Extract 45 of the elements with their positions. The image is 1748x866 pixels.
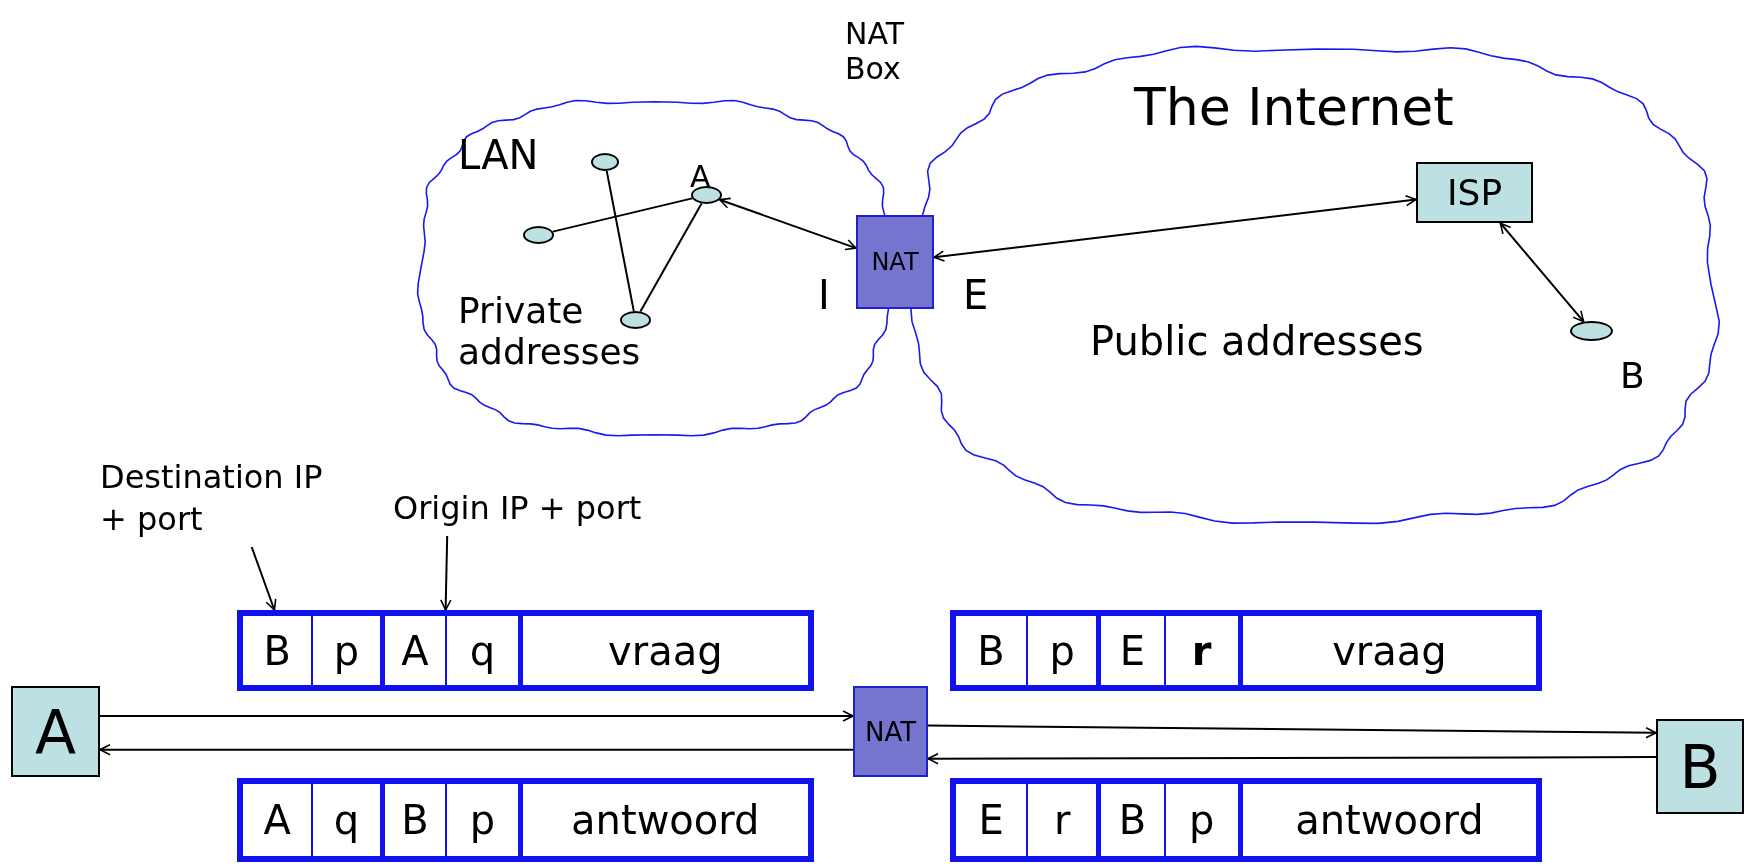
arrow	[99, 743, 854, 756]
packet-box	[237, 778, 814, 862]
arrow	[99, 710, 854, 722]
link-line	[605, 169, 635, 313]
network-title: LAN	[458, 132, 539, 178]
leader-arrow	[250, 546, 277, 611]
host-box: A	[11, 686, 100, 777]
nat-box: NAT	[856, 215, 934, 309]
payload-field: vraag	[517, 616, 808, 685]
header-field: B	[243, 616, 312, 685]
header-field: B	[1096, 784, 1164, 856]
annotation-text: Origin IP + port	[393, 488, 643, 529]
header-field: B	[379, 784, 446, 856]
header-field: B	[956, 616, 1027, 685]
header-field: E	[956, 784, 1027, 856]
arrow	[718, 197, 857, 251]
header-field: A	[243, 784, 312, 856]
payload-field: vraag	[1237, 616, 1536, 685]
header-field: E	[1096, 616, 1164, 685]
interface-label: I	[818, 272, 830, 318]
packet-box	[237, 610, 814, 691]
network-description: Private addresses	[458, 290, 642, 373]
header-field: q	[445, 616, 518, 685]
arrow	[927, 752, 1657, 765]
link-line	[551, 197, 694, 233]
packet-box	[950, 778, 1542, 862]
header-field: p	[445, 784, 518, 856]
payload-field: antwoord	[517, 784, 808, 856]
header-field: p	[1163, 784, 1238, 856]
packet-box	[950, 610, 1542, 691]
leader-arrow	[440, 535, 452, 611]
arrow	[927, 724, 1657, 739]
header-field: q	[311, 784, 380, 856]
annotation-text: Destination IP + port	[100, 457, 324, 540]
host-box: B	[1656, 719, 1744, 814]
node-caption: A	[690, 160, 711, 195]
header-field: r	[1163, 616, 1238, 685]
header-field: r	[1026, 784, 1097, 856]
header-field: p	[311, 616, 380, 685]
device-label: NAT Box	[845, 17, 906, 86]
header-field: p	[1026, 616, 1097, 685]
payload-field: antwoord	[1237, 784, 1536, 856]
nat-box: NAT	[853, 686, 928, 777]
header-field: A	[379, 616, 446, 685]
link-line	[639, 202, 703, 313]
